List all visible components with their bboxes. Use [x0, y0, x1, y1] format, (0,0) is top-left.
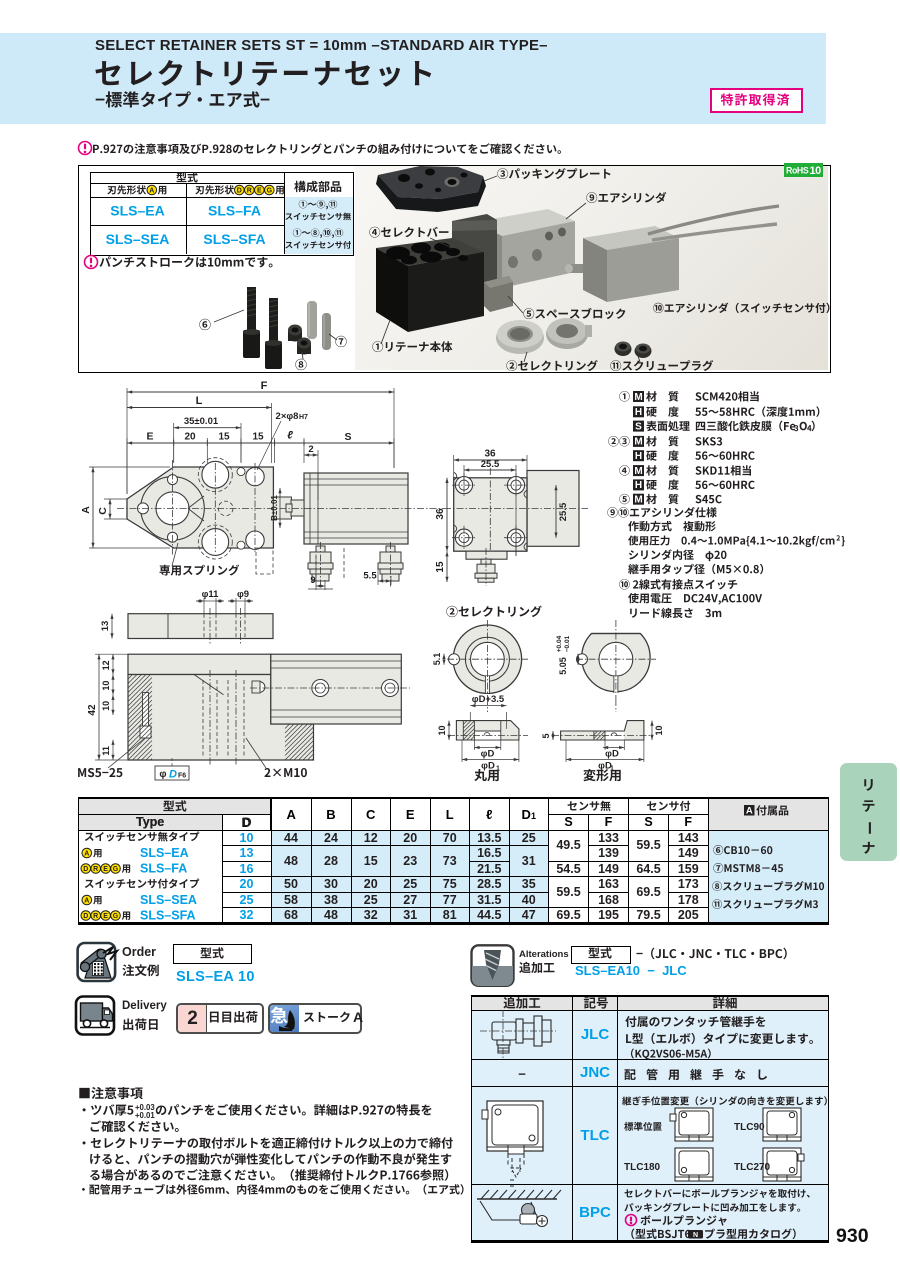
svg-text:φD+3.5: φD+3.5 [472, 694, 505, 705]
svg-text:A: A [149, 188, 154, 195]
svg-text:H: H [635, 480, 642, 491]
svg-text:SLS–SFA: SLS–SFA [140, 909, 196, 923]
svg-text:1: 1 [496, 766, 500, 773]
svg-text:E: E [257, 188, 262, 195]
svg-text:S: S [344, 431, 351, 443]
svg-text:D: D [83, 913, 88, 920]
svg-text:SLS–SEA: SLS–SEA [140, 893, 197, 907]
svg-text:15: 15 [252, 432, 264, 443]
svg-text:11: 11 [101, 746, 111, 756]
svg-text:E: E [103, 913, 108, 920]
svg-text:36: 36 [435, 508, 446, 520]
svg-text:15: 15 [218, 432, 230, 443]
svg-text:φD: φD [481, 749, 495, 760]
svg-text:G: G [113, 913, 119, 920]
svg-text:B±0.01: B±0.01 [270, 495, 279, 521]
svg-text:SLS–FA: SLS–FA [140, 862, 187, 876]
svg-text:M: M [634, 392, 642, 403]
svg-text:5.05: 5.05 [558, 657, 568, 675]
svg-text:H7: H7 [299, 414, 308, 421]
svg-text:10: 10 [101, 701, 111, 711]
svg-text:SLS–EA: SLS–EA [140, 846, 189, 860]
svg-text:12: 12 [101, 660, 111, 670]
svg-text:Type: Type [136, 815, 164, 829]
svg-text:D: D [169, 769, 177, 781]
svg-text:G: G [267, 188, 273, 195]
svg-text:A: A [746, 805, 753, 816]
svg-text:H: H [635, 407, 642, 418]
svg-text:D: D [242, 815, 251, 830]
svg-text:5.5: 5.5 [363, 571, 377, 582]
svg-text:G: G [113, 866, 119, 873]
svg-text:N: N [693, 1232, 698, 1239]
svg-text:25.5: 25.5 [558, 502, 569, 521]
svg-text:10: 10 [654, 725, 664, 735]
svg-text:F6: F6 [178, 773, 186, 780]
svg-text:1: 1 [610, 766, 614, 773]
svg-text:ℓ: ℓ [287, 430, 293, 442]
svg-text:5.1: 5.1 [432, 653, 442, 666]
svg-text:+0.04: +0.04 [556, 635, 563, 652]
svg-text:35±0.01: 35±0.01 [184, 416, 219, 427]
svg-text:9: 9 [310, 575, 315, 586]
svg-text:φ: φ [159, 769, 166, 780]
svg-text:SLS–EA: SLS–EA [110, 203, 164, 219]
svg-text:E: E [146, 431, 153, 443]
svg-text:φD: φD [481, 761, 495, 772]
svg-text:10: 10 [437, 725, 447, 735]
svg-text:φ11: φ11 [202, 589, 220, 600]
svg-text:E: E [103, 866, 108, 873]
svg-text:SLS–FA: SLS–FA [208, 203, 261, 219]
svg-text:15: 15 [435, 561, 446, 573]
svg-text:D: D [83, 866, 88, 873]
svg-text:5: 5 [541, 733, 551, 738]
svg-text:H: H [635, 451, 642, 462]
svg-text:2: 2 [308, 444, 313, 455]
svg-text:A: A [84, 851, 89, 858]
svg-text:25.5: 25.5 [481, 459, 500, 470]
svg-text:SLS–SFA: SLS–SFA [203, 231, 265, 247]
svg-text:R: R [93, 913, 98, 920]
svg-text:M: M [634, 466, 642, 477]
svg-text:20: 20 [184, 432, 196, 443]
svg-text:TLC180: TLC180 [624, 1162, 661, 1173]
svg-text:A: A [84, 898, 89, 905]
svg-text:10: 10 [101, 681, 111, 691]
svg-text:−0.01: −0.01 [564, 635, 571, 652]
svg-text:TLC270: TLC270 [734, 1162, 771, 1173]
svg-text:SLS–SEA: SLS–SEA [106, 231, 170, 247]
svg-text:M: M [634, 437, 642, 448]
svg-text:13: 13 [100, 621, 111, 632]
svg-text:2×φ8: 2×φ8 [276, 411, 299, 422]
svg-text:φD: φD [598, 761, 612, 772]
svg-text:36: 36 [484, 449, 496, 460]
svg-text:φ9: φ9 [237, 589, 249, 600]
svg-text:M: M [634, 495, 642, 506]
svg-text:φD: φD [605, 749, 619, 760]
svg-text:R: R [93, 866, 98, 873]
svg-text:42: 42 [87, 704, 98, 716]
svg-text:10: 10 [810, 165, 822, 177]
svg-text:C: C [97, 507, 109, 515]
svg-text:A: A [80, 506, 92, 514]
svg-text:S: S [635, 421, 642, 432]
svg-text:TLC90: TLC90 [734, 1122, 765, 1133]
svg-text:F: F [261, 380, 268, 392]
svg-text:D: D [237, 188, 242, 195]
svg-text:L: L [196, 395, 203, 407]
svg-text:+0.03: +0.03 [135, 1103, 155, 1112]
svg-text:R: R [247, 188, 252, 195]
svg-text:+0.01: +0.01 [135, 1111, 155, 1120]
svg-text:RoHS: RoHS [786, 166, 809, 176]
